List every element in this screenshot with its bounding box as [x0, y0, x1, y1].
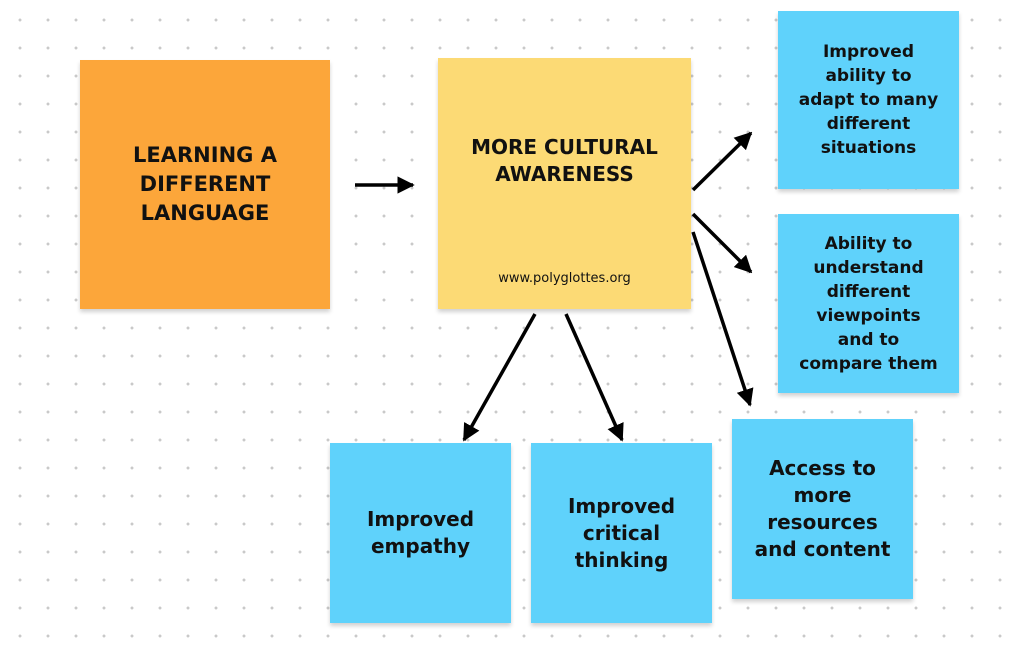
note-improved-empathy-label: Improved empathy: [366, 507, 475, 558]
note-improved-empathy[interactable]: Improved empathy: [330, 443, 511, 623]
note-cultural-awareness[interactable]: MORE CULTURAL AWARENESS www.polyglottes.…: [438, 58, 691, 309]
note-critical-thinking[interactable]: Improved critical thinking: [531, 443, 712, 623]
note-learning-language[interactable]: LEARNING A DIFFERENT LANGUAGE: [80, 60, 330, 309]
arrow-center-to-resources: [691, 231, 754, 407]
arrow-center-to-thinking: [564, 313, 624, 442]
note-access-resources-label: Access to more resources and content: [754, 456, 891, 561]
note-critical-thinking-label: Improved critical thinking: [567, 493, 676, 572]
arrow-center-to-empathy: [462, 313, 537, 442]
note-learning-language-label: LEARNING A DIFFERENT LANGUAGE: [133, 143, 277, 225]
arrow-center-to-adapt: [691, 131, 753, 192]
note-adapt-situations-label: Improved ability to adapt to many differ…: [798, 42, 939, 158]
arrow-center-to-viewpoints: [691, 212, 753, 274]
note-cultural-awareness-label: MORE CULTURAL AWARENESS: [471, 134, 658, 186]
note-understand-viewpoints-label: Ability to understand different viewpoin…: [799, 233, 938, 374]
source-url: www.polyglottes.org: [498, 271, 631, 286]
note-understand-viewpoints[interactable]: Ability to understand different viewpoin…: [778, 214, 959, 393]
note-adapt-situations[interactable]: Improved ability to adapt to many differ…: [778, 11, 959, 189]
note-access-resources[interactable]: Access to more resources and content: [732, 419, 913, 599]
